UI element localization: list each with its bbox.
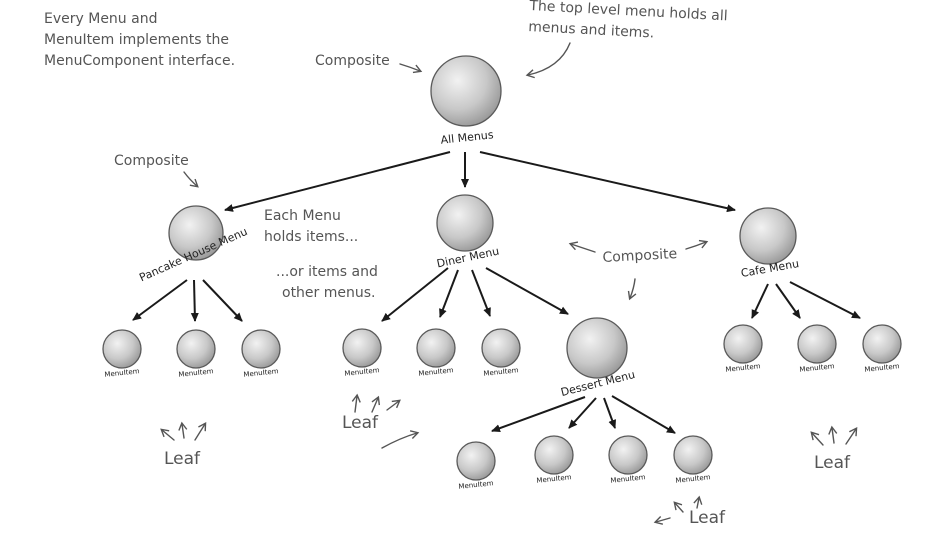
menu-item-label: MenuItem [799,362,835,374]
menu-item-node [456,441,496,481]
menu-item-node [241,329,281,369]
edge-dessert-to-item-1 [491,396,586,433]
composite-middle-pointer-left [568,241,596,253]
leaf-left-annotation: Leaf [164,449,201,469]
menu-item-node [673,435,713,475]
or-items-annotation: ...or items and other menus. [276,262,378,304]
menu-item-label: MenuItem [243,367,279,379]
menu-item-label: MenuItem [536,473,572,485]
edge-all-to-pancake [224,151,451,212]
leaf-right-pointer-1 [810,431,824,446]
menu-item-label: MenuItem [418,366,454,378]
edge-all-to-cafe [479,151,736,213]
edge-pancake-to-item-1 [132,279,188,321]
leaf-right-annotation: Leaf [814,453,851,473]
pancake-house-menu-node [168,205,224,261]
composite-top-pointer [399,63,423,74]
edge-dessert-to-item-2 [568,397,597,429]
composite-middle-annotation: Composite [602,246,678,266]
each-menu-line: Each Menu [264,208,341,224]
menu-item-node [723,324,763,364]
edge-diner-to-item-1 [381,267,449,322]
leaf-right-pointer-2 [828,425,838,444]
or-items-line: ...or items and [276,264,378,280]
leaf-bottom-annotation: Leaf [689,508,726,528]
edge-dessert-to-item-4 [611,395,676,434]
each-menu-line: holds items... [264,229,359,245]
edge-diner-to-item-2 [439,269,459,318]
diner-menu-node [436,194,494,252]
annotation-arrows [160,42,858,525]
edge-dessert-to-item-3 [603,397,617,429]
leaf-middle-annotation: Leaf [342,413,379,433]
menu-item-label: MenuItem [483,366,519,378]
edge-cafe-to-item-2 [775,283,801,319]
leaf-middle-pointer-2 [371,395,381,413]
menu-item-node [481,328,521,368]
edge-cafe-to-item-3 [789,281,861,319]
leaf-left-pointer-2 [178,421,188,439]
intro-line: MenuComponent interface. [44,53,236,69]
menu-item-node [102,329,142,369]
composite-left-annotation: Composite [114,153,189,169]
menu-item-node [797,324,837,364]
each-menu-annotation: Each Menu holds items... [264,206,358,248]
leaf-bottom-pointer-2 [673,501,684,513]
top-level-pointer [525,42,571,79]
dessert-menu-node [566,317,628,379]
edge-cafe-to-item-1 [751,283,769,319]
edge-pancake-to-item-2 [190,279,199,322]
leaf-left-pointer-3 [194,421,207,441]
edge-diner-to-item-3 [471,269,491,317]
menu-item-label: MenuItem [178,367,214,379]
menu-item-label: MenuItem [344,366,380,378]
menu-item-node [608,435,648,475]
connector-arrows [132,151,861,434]
leaf-middle-pointer-3 [386,399,401,411]
intro-annotation: Every Menu and MenuItem implements the M… [44,9,235,72]
menu-item-node [534,435,574,475]
menu-item-node [342,328,382,368]
all-menus-label: All Menus [440,128,494,147]
leaf-middle-pointer-4 [381,430,420,449]
cafe-menu-node [739,207,797,265]
composite-middle-pointer-right [685,239,709,250]
menu-item-node [862,324,902,364]
leaf-left-pointer-1 [160,428,175,441]
edge-diner-to-dessert [485,267,569,315]
leaf-bottom-pointer-1 [653,516,671,525]
menu-item-label: MenuItem [864,362,900,374]
menu-item-label: MenuItem [610,473,646,485]
menu-item-node [416,328,456,368]
nodes [102,55,902,481]
composite-left-pointer [183,171,199,188]
intro-line: MenuItem implements the [44,32,230,48]
menu-item-label: MenuItem [458,479,494,491]
composite-top-annotation: Composite [315,53,390,69]
composite-middle-pointer-down [627,278,637,301]
menu-item-label: MenuItem [725,362,761,374]
leaf-middle-pointer-1 [351,393,361,413]
menu-item-label: MenuItem [104,367,140,379]
intro-line: Every Menu and [44,11,158,27]
node-labels: All Menus Pancake House Menu Diner Menu … [104,128,900,491]
or-items-line: other menus. [282,285,376,301]
menu-item-label: MenuItem [675,473,711,485]
edge-pancake-to-item-3 [202,279,243,322]
all-menus-node [430,55,502,127]
menu-item-node [176,329,216,369]
leaf-bottom-pointer-3 [693,495,703,509]
leaf-right-pointer-3 [845,426,858,445]
